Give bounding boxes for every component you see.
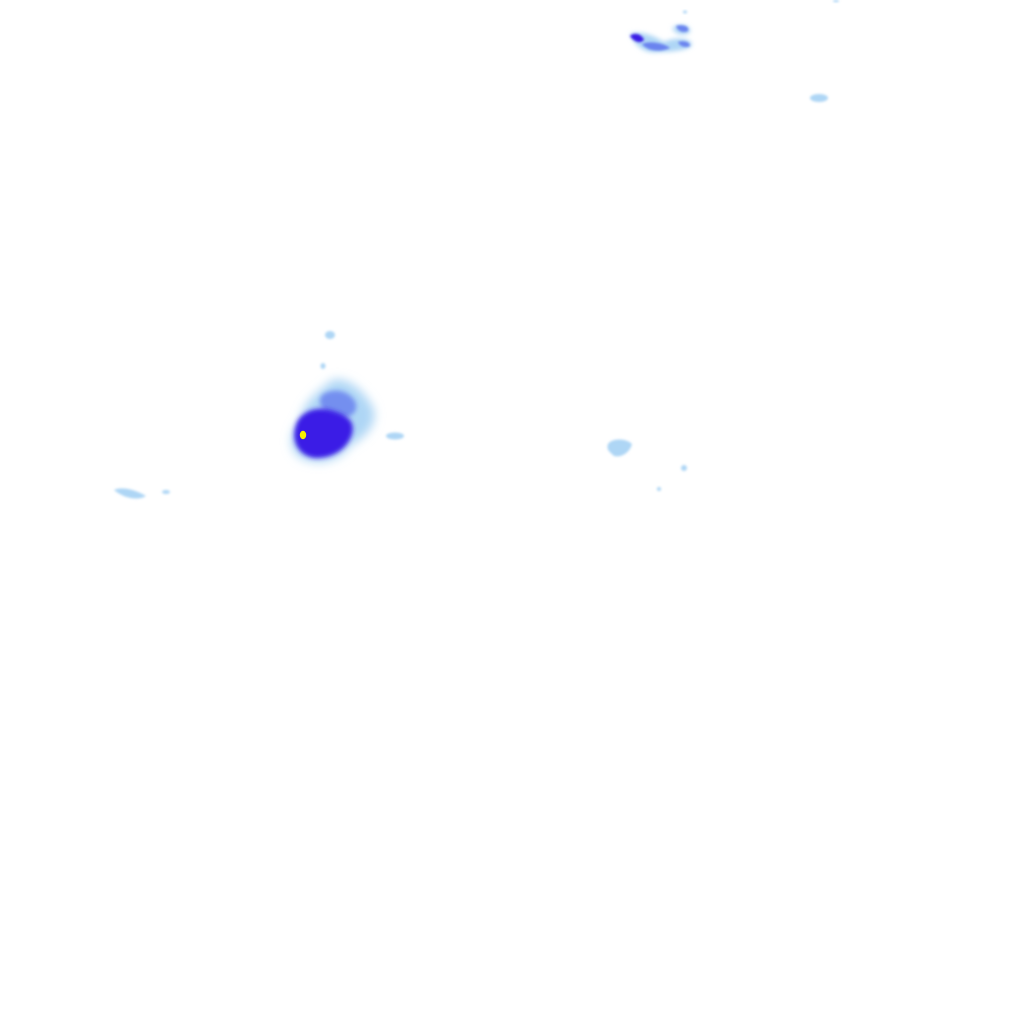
main-cell-satellite-specks <box>320 331 404 440</box>
northeast-speck <box>810 94 828 102</box>
west-band-cell <box>114 488 170 499</box>
scattered-specks <box>683 0 839 14</box>
north-cluster-cell <box>630 25 692 53</box>
storm-core <box>299 430 307 440</box>
central-east-cell <box>607 439 687 491</box>
main-storm-cell <box>291 379 375 463</box>
